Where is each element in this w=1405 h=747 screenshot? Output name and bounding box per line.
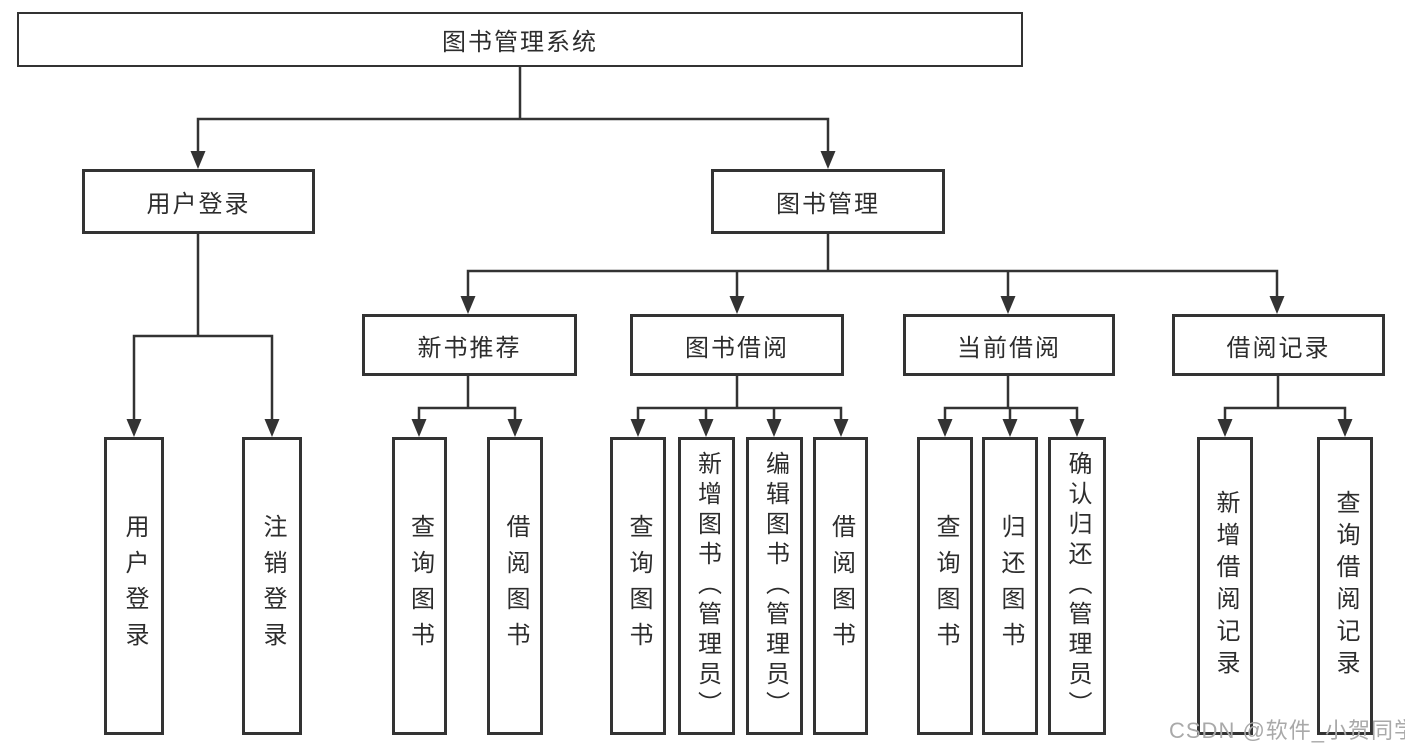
node-user-login: 用户登录 [104, 437, 164, 735]
arrowhead-down-icon [190, 151, 206, 169]
arrowhead-down-icon [937, 419, 953, 437]
node-new-book-recommendation: 新书推荐 [362, 314, 577, 376]
arrowhead-down-icon [1217, 419, 1233, 437]
arrowhead-down-icon [698, 419, 714, 437]
arrowhead-down-icon [1269, 296, 1285, 314]
arrowhead-down-icon [766, 419, 782, 437]
connector-line [1223, 406, 1347, 419]
arrowhead-down-icon [264, 419, 280, 437]
arrowhead-down-icon [460, 296, 476, 314]
node-library-management-system: 图书管理系统 [17, 12, 1023, 67]
connector-line [636, 406, 843, 419]
connector-line [466, 269, 1279, 297]
arrowhead-down-icon [1337, 419, 1353, 437]
node-borrow-books: 借阅图书 [813, 437, 868, 735]
node-add-borrow-record: 新增借阅记录 [1197, 437, 1253, 735]
connector-line [132, 334, 274, 419]
node-query-books: 查询图书 [392, 437, 447, 735]
node-current-borrowing: 当前借阅 [903, 314, 1115, 376]
node-book-management: 图书管理 [711, 169, 945, 234]
connector-line [196, 117, 830, 152]
arrowhead-down-icon [507, 419, 523, 437]
node-user-login-branch: 用户登录 [82, 169, 315, 234]
node-query-books: 查询图书 [610, 437, 666, 735]
node-confirm-return-admin: 确认归还（管理员） [1048, 437, 1106, 735]
node-logout: 注销登录 [242, 437, 302, 735]
arrowhead-down-icon [820, 151, 836, 169]
csdn-watermark: CSDN @软件_小贺同学 [1169, 718, 1405, 743]
arrowhead-down-icon [729, 296, 745, 314]
node-edit-books-admin: 编辑图书（管理员） [746, 437, 803, 735]
node-query-books: 查询图书 [917, 437, 973, 735]
arrowhead-down-icon [1069, 419, 1085, 437]
node-return-books: 归还图书 [982, 437, 1038, 735]
node-borrowing-records: 借阅记录 [1172, 314, 1385, 376]
arrowhead-down-icon [1000, 296, 1016, 314]
arrowhead-down-icon [126, 419, 142, 437]
arrowhead-down-icon [1002, 419, 1018, 437]
arrowhead-down-icon [630, 419, 646, 437]
node-book-borrowing: 图书借阅 [630, 314, 844, 376]
arrowhead-down-icon [411, 419, 427, 437]
node-borrow-books: 借阅图书 [487, 437, 543, 735]
arrowhead-down-icon [833, 419, 849, 437]
connector-line [417, 406, 517, 419]
node-query-borrow-record: 查询借阅记录 [1317, 437, 1373, 735]
node-add-books-admin: 新增图书（管理员） [678, 437, 735, 735]
